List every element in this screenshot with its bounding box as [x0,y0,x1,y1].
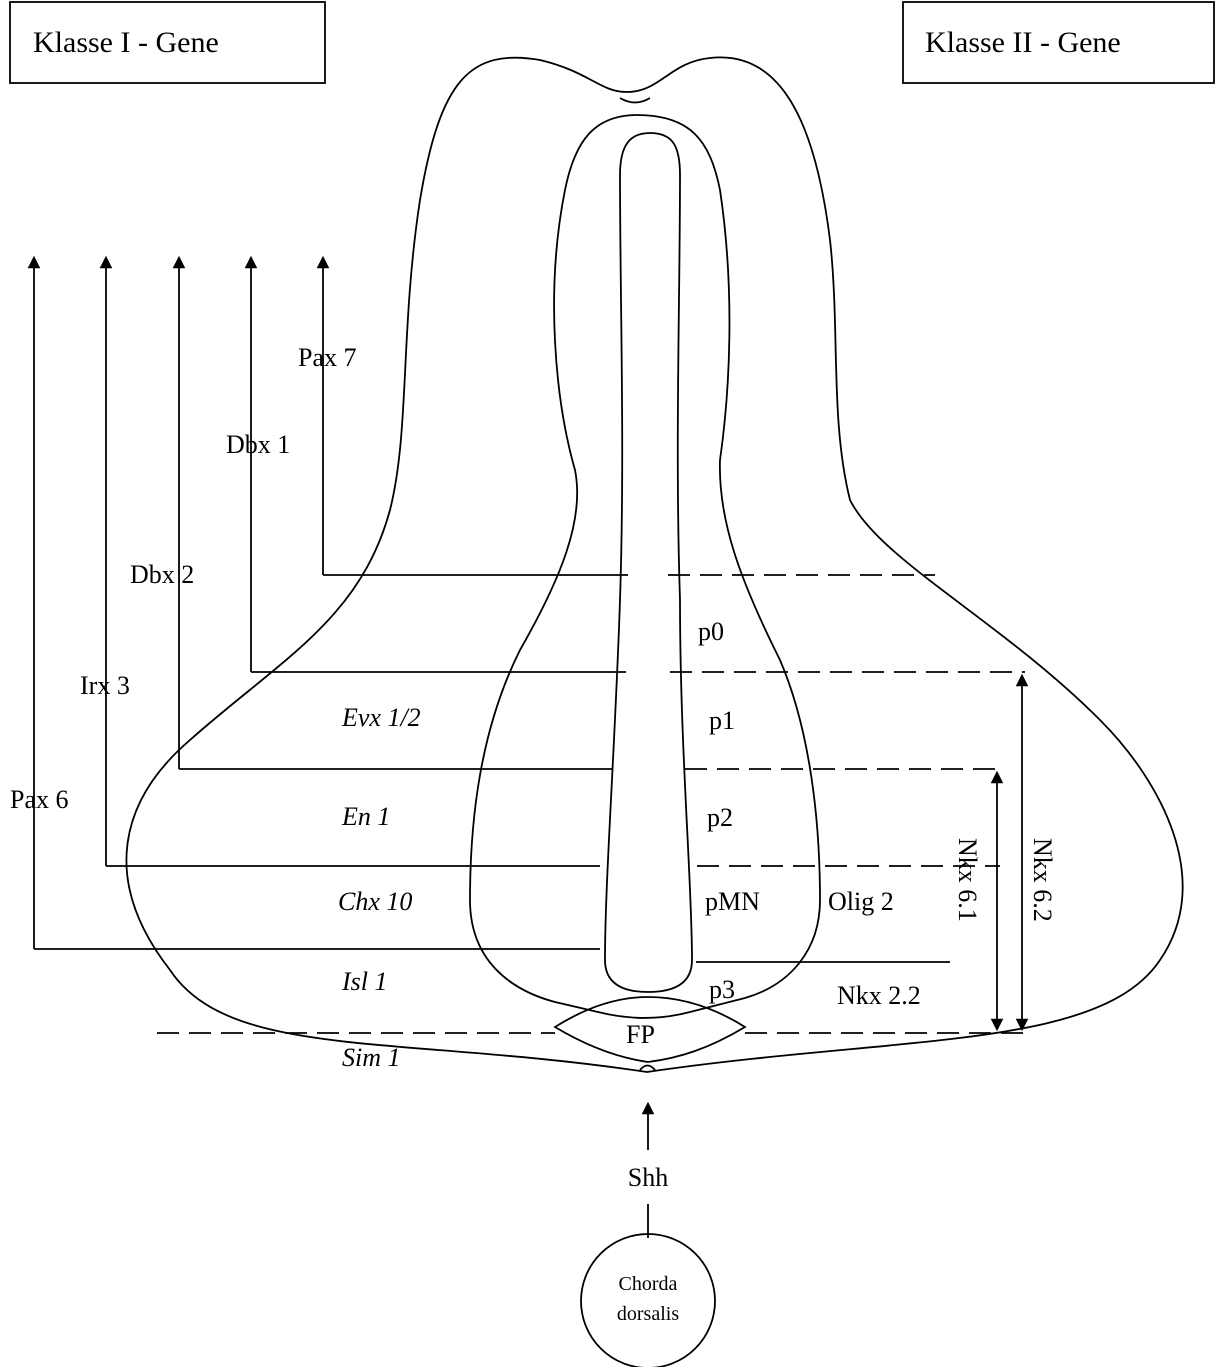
neural-tube-outline [126,57,1182,1072]
label-p0: p0 [698,617,724,646]
label-p2: p2 [707,803,733,832]
dorsal-notch [620,98,650,103]
label-pax6: Pax 6 [10,785,69,814]
class1-title: Klasse I - Gene [33,26,219,59]
label-p3: p3 [709,975,735,1004]
label-en1: En 1 [341,802,390,831]
label-evx: Evx 1/2 [341,703,421,732]
label-olig2: Olig 2 [828,887,894,916]
label-sim1: Sim 1 [342,1043,401,1072]
mantle-layer-outline [470,115,820,1018]
label-nkx62: Nkx 6.2 [1028,838,1057,922]
label-chorda-line1: Chorda [619,1273,678,1295]
label-p1: p1 [709,706,735,735]
label-chorda-line2: dorsalis [617,1303,679,1325]
label-dbx2: Dbx 2 [130,560,194,589]
label-nkx22: Nkx 2.2 [837,981,921,1010]
ventral-notch [640,1066,655,1071]
class2-title: Klasse II - Gene [925,26,1121,59]
label-isl1: Isl 1 [341,967,388,996]
class2-title-box: Klasse II - Gene [903,2,1214,83]
label-nkx61: Nkx 6.1 [953,838,982,922]
label-fp: FP [626,1020,655,1049]
label-pmn: pMN [705,887,760,916]
label-chx10: Chx 10 [338,887,412,916]
chorda-dorsalis-circle [581,1234,715,1367]
label-shh: Shh [628,1163,668,1192]
label-dbx1: Dbx 1 [226,430,290,459]
class1-title-box: Klasse I - Gene [10,2,325,83]
label-pax7: Pax 7 [298,343,357,372]
central-canal [605,133,692,992]
label-irx3: Irx 3 [80,671,130,700]
